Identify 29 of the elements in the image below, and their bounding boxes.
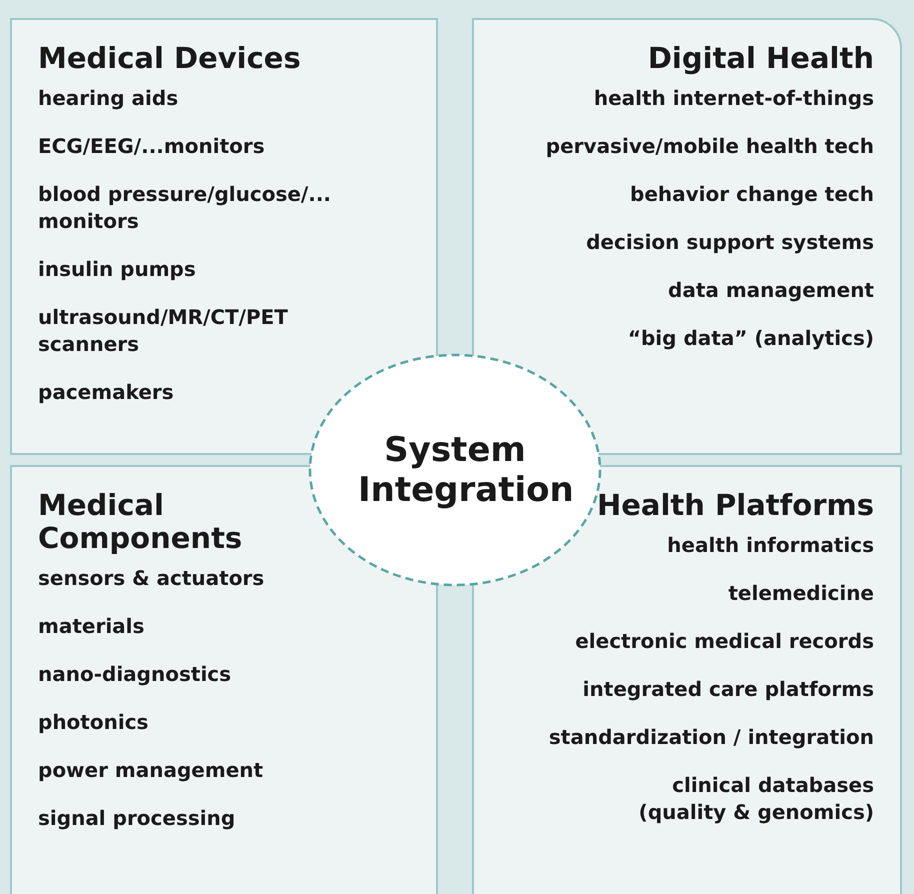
- hub-label: System Integration: [357, 430, 575, 510]
- list-item: behavior change tech: [630, 181, 874, 208]
- list-item: pervasive/mobile health tech: [546, 133, 874, 160]
- panel-heading: Digital Health: [648, 42, 874, 75]
- list-item: ECG/EEG/...monitors: [38, 133, 265, 160]
- list-item: nano-diagnostics: [38, 661, 232, 688]
- list-item: electronic medical records: [575, 628, 874, 655]
- list-item: insulin pumps: [38, 256, 196, 283]
- panel-heading: Medical Components: [38, 489, 244, 555]
- list-item: health informatics: [667, 532, 874, 559]
- list-item: photonics: [38, 709, 148, 736]
- list-item: pacemakers: [38, 379, 174, 406]
- list-item: signal processing: [38, 805, 236, 832]
- list-item: clinical databases (quality & genomics): [638, 772, 874, 826]
- list-item: sensors & actuators: [38, 565, 264, 592]
- list-item: blood pressure/glucose/... monitors: [38, 181, 332, 235]
- list-item: standardization / integration: [548, 724, 874, 751]
- list-item: telemedicine: [728, 580, 874, 607]
- list-item: ultrasound/MR/CT/PET scanners: [38, 304, 289, 358]
- list-item: “big data” (analytics): [628, 325, 874, 352]
- list-item: data management: [668, 277, 874, 304]
- panel-heading: Medical Devices: [38, 42, 301, 75]
- list-item: hearing aids: [38, 85, 178, 112]
- list-item: materials: [38, 613, 144, 640]
- list-item: decision support systems: [586, 229, 874, 256]
- list-item: power management: [38, 757, 264, 784]
- list-item: health internet-of-things: [594, 85, 874, 112]
- panel-heading: Health Platforms: [596, 489, 874, 522]
- list-item: integrated care platforms: [582, 676, 874, 703]
